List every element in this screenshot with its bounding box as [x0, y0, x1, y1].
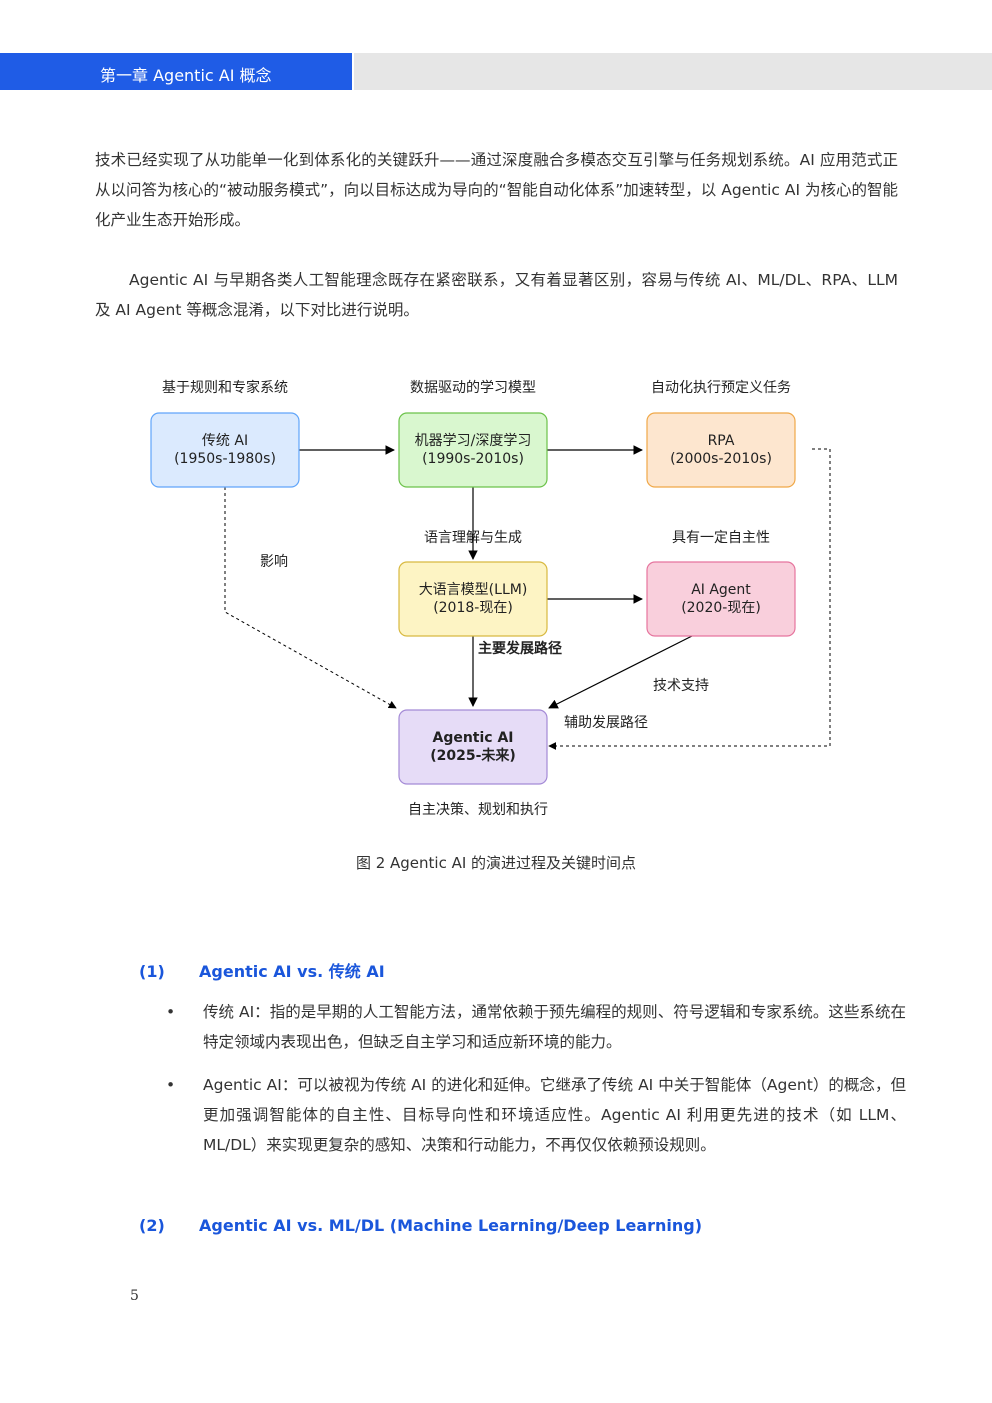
- bullet-text: 传统 AI：指的是早期的人工智能方法，通常依赖于预先编程的规则、符号逻辑和专家系…: [203, 1003, 906, 1051]
- edge-rpa-agentic: [548, 448, 831, 750]
- label-influence: 影响: [260, 554, 288, 570]
- evolution-diagram: 传统 AI (1950s-1980s) 机器学习/深度学习 (1990s-201…: [150, 379, 831, 818]
- label-above-traditional: 基于规则和专家系统: [162, 379, 288, 396]
- node-agentic-ai: Agentic AI (2025-未来): [398, 709, 548, 785]
- section-number: (2): [139, 1216, 165, 1235]
- node-agent-line2: (2020-现在): [681, 600, 761, 616]
- label-aux-path: 辅助发展路径: [564, 715, 648, 731]
- node-traditional-line2: (1950s-1980s): [174, 451, 276, 467]
- node-llm: 大语言模型(LLM) (2018-现在): [398, 561, 548, 637]
- label-above-ml: 数据驱动的学习模型: [410, 380, 536, 396]
- label-above-rpa: 自动化执行预定义任务: [651, 380, 791, 396]
- node-llm-line1: 大语言模型(LLM): [419, 582, 528, 598]
- node-ml-dl: 机器学习/深度学习 (1990s-2010s): [398, 412, 548, 488]
- section-number: (1): [139, 962, 165, 981]
- node-traditional-ai: 传统 AI (1950s-1980s): [150, 412, 300, 488]
- bullet-dot: •: [166, 1076, 176, 1094]
- header-bar-gray: [354, 53, 992, 90]
- label-main-path: 主要发展路径: [478, 640, 562, 657]
- label-autonomy: 具有一定自主性: [672, 530, 770, 546]
- node-llm-line2: (2018-现在): [433, 600, 513, 616]
- paragraph-2: Agentic AI 与早期各类人工智能理念既存在紧密联系，又有着显著区别，容易…: [95, 271, 898, 319]
- node-traditional-line1: 传统 AI: [202, 433, 248, 449]
- node-rpa: RPA (2000s-2010s): [646, 412, 796, 488]
- figure-caption: 图 2 Agentic AI 的演进过程及关键时间点: [355, 854, 637, 872]
- header-bar: [0, 53, 352, 90]
- bullet-item: • 传统 AI：指的是早期的人工智能方法，通常依赖于预先编程的规则、符号逻辑和专…: [166, 997, 906, 1057]
- node-ml-line1: 机器学习/深度学习: [415, 433, 532, 449]
- bullet-dot: •: [166, 1003, 176, 1021]
- node-rpa-line1: RPA: [708, 433, 735, 449]
- chapter-title: 第一章 Agentic AI 概念: [100, 66, 272, 85]
- node-ml-line2: (1990s-2010s): [422, 451, 524, 467]
- bullet-item: • Agentic AI：可以被视为传统 AI 的进化和延伸。它继承了传统 AI…: [166, 1070, 906, 1160]
- edge-agent-agentic: [548, 635, 693, 709]
- bullet-text: Agentic AI：可以被视为传统 AI 的进化和延伸。它继承了传统 AI 中…: [203, 1076, 906, 1154]
- node-agentic-line1: Agentic AI: [432, 730, 513, 746]
- node-rpa-line2: (2000s-2010s): [670, 451, 772, 467]
- section-title: Agentic AI vs. 传统 AI: [199, 962, 385, 981]
- label-language: 语言理解与生成: [424, 530, 522, 546]
- label-below-agentic: 自主决策、规划和执行: [408, 801, 548, 818]
- node-agent-line1: AI Agent: [691, 582, 751, 598]
- section-heading-2: (2) Agentic AI vs. ML/DL (Machine Learnin…: [139, 1216, 702, 1235]
- node-agentic-line2: (2025-未来): [430, 747, 516, 764]
- label-tech-support: 技术支持: [653, 678, 709, 694]
- section-title: Agentic AI vs. ML/DL (Machine Learning/D…: [199, 1216, 703, 1235]
- edge-traditional-agentic: [224, 487, 397, 709]
- paragraph-1: 技术已经实现了从功能单一化到体系化的关键跃升——通过深度融合多模态交互引擎与任务…: [95, 151, 898, 229]
- node-ai-agent: AI Agent (2020-现在): [646, 561, 796, 637]
- section-heading-1: (1) Agentic AI vs. 传统 AI: [139, 958, 385, 982]
- page-number: 5: [130, 1288, 139, 1304]
